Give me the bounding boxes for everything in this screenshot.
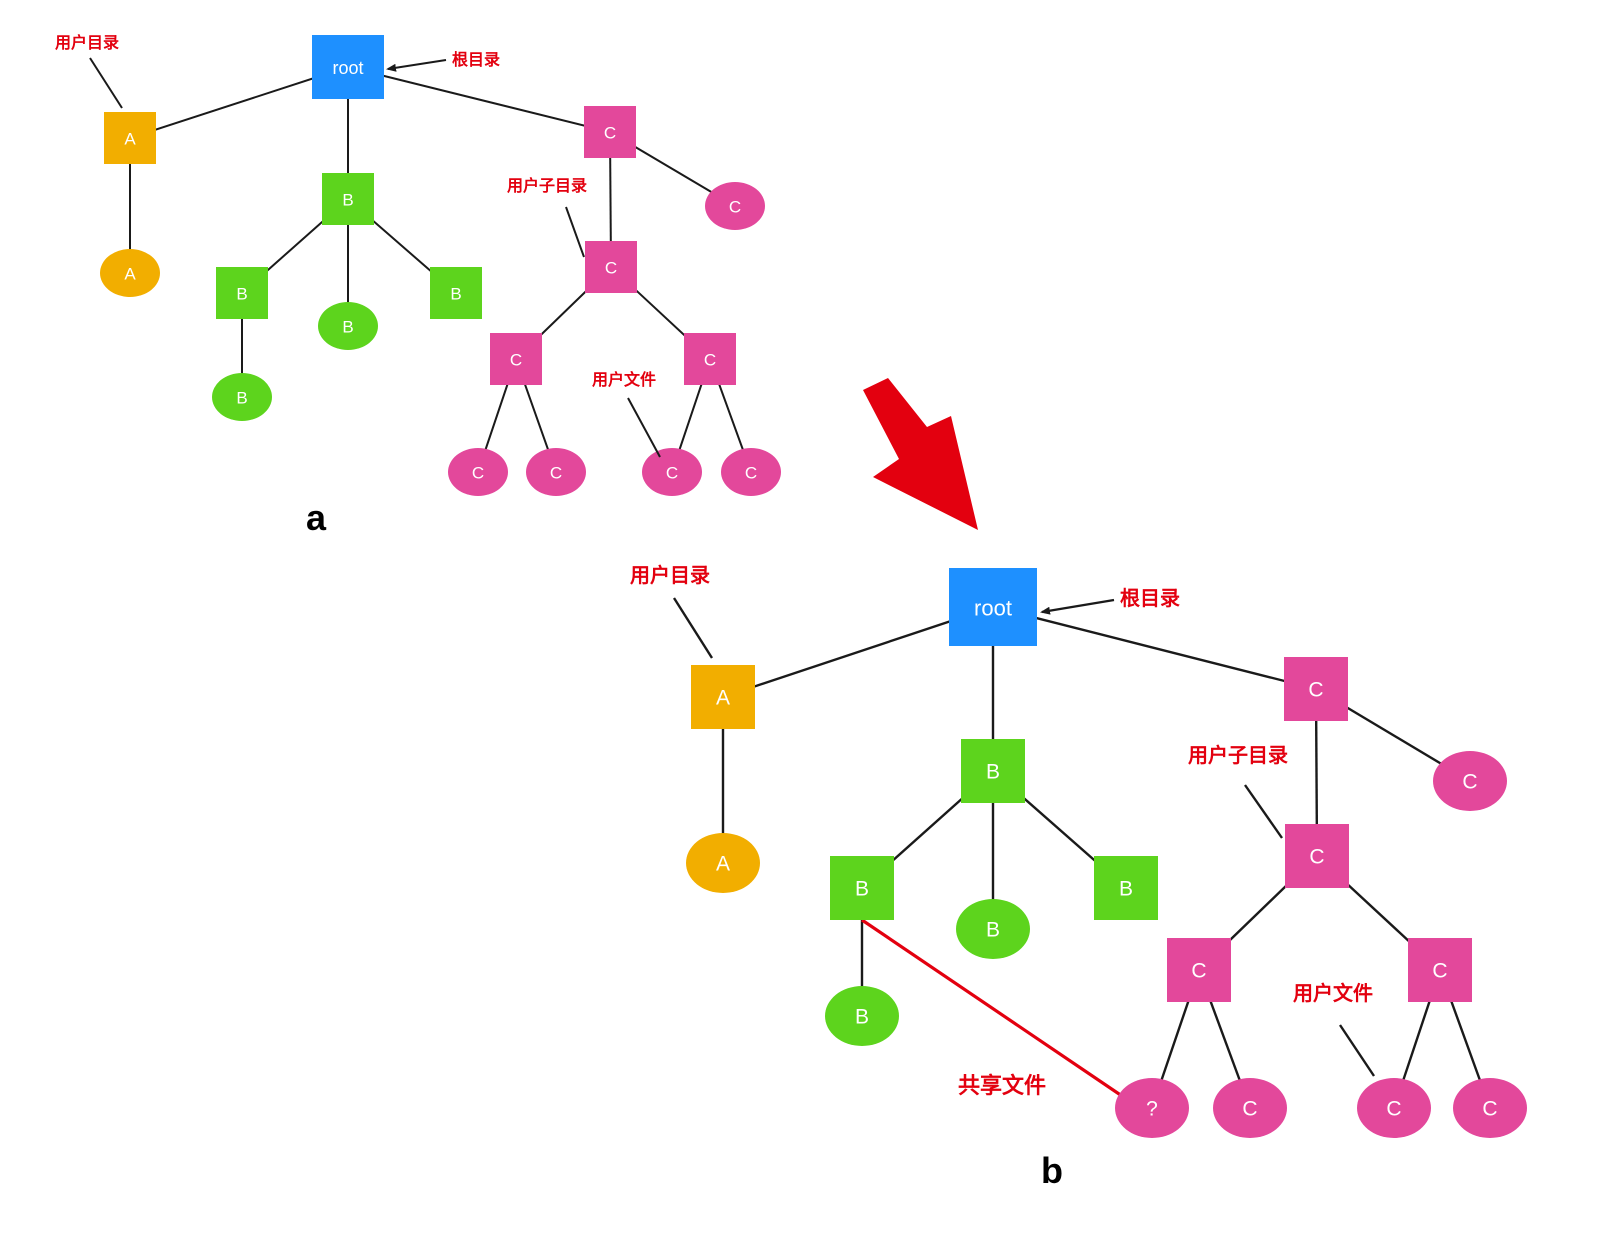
directory-node: C [584, 106, 636, 158]
node-label: A [124, 130, 136, 149]
annotation-leader-line [89, 57, 123, 109]
node-label: C [666, 464, 678, 483]
node-label: C [1432, 960, 1447, 983]
directory-node: B [322, 173, 374, 225]
file-node: C [448, 448, 508, 496]
directory-node: C [490, 333, 542, 385]
annotation-leader-line [1339, 1024, 1375, 1077]
node-label: C [1482, 1098, 1497, 1121]
node-label: B [342, 318, 353, 337]
node-label: root [332, 58, 363, 78]
annotation-root-dir: 根目录 [1120, 586, 1180, 610]
node-label: C [605, 259, 617, 278]
node-label: B [236, 285, 247, 304]
file-node: C [1357, 1078, 1431, 1138]
node-label: C [1462, 771, 1477, 794]
annotation-leader-line [627, 397, 661, 458]
annotation-user-subdir: 用户子目录 [507, 176, 587, 195]
node-label: B [986, 919, 1000, 942]
directory-node: C [1408, 938, 1472, 1002]
file-node: B [318, 302, 378, 350]
node-label: C [1242, 1098, 1257, 1121]
directory-node: C [1167, 938, 1231, 1002]
directory-node: C [1284, 657, 1348, 721]
directory-node: B [961, 739, 1025, 803]
node-label: C [1386, 1098, 1401, 1121]
node-label: B [450, 285, 461, 304]
tree-edge [129, 66, 349, 139]
node-label: B [342, 191, 353, 210]
directory-node: B [830, 856, 894, 920]
file-node: A [100, 249, 160, 297]
node-label: C [472, 464, 484, 483]
annotation-user-dir: 用户目录 [55, 33, 119, 52]
file-node: B [825, 986, 899, 1046]
annotation-user-file: 用户文件 [1293, 981, 1373, 1005]
node-label: C [1309, 846, 1324, 869]
annotation-leader-line [1244, 784, 1283, 839]
transition-arrow-icon [863, 378, 978, 530]
panel-label: b [1041, 1150, 1063, 1191]
file-node: C [1213, 1078, 1287, 1138]
node-label: A [716, 687, 730, 710]
annotation-shared-file: 共享文件 [958, 1073, 1046, 1099]
node-label: B [986, 761, 1000, 784]
panel-label: a [306, 497, 327, 538]
file-node: C [642, 448, 702, 496]
node-label: A [716, 853, 730, 876]
file-node: A [686, 833, 760, 893]
node-label: C [729, 198, 741, 217]
file-node: C [705, 182, 765, 230]
directory-node: root [312, 35, 384, 99]
node-label: A [124, 265, 136, 284]
annotation-pointer-arrow-icon [386, 59, 447, 72]
node-label: B [236, 389, 247, 408]
directory-node: B [1094, 856, 1158, 920]
directory-node: B [216, 267, 268, 319]
file-node: C [721, 448, 781, 496]
tree-edge [347, 66, 611, 133]
node-label: C [510, 351, 522, 370]
node-label: root [974, 596, 1012, 621]
file-node: C [526, 448, 586, 496]
annotation-user-subdir: 用户子目录 [1188, 743, 1288, 767]
file-node: B [212, 373, 272, 421]
file-node: B [956, 899, 1030, 959]
node-label: C [604, 124, 616, 143]
directory-node: C [1285, 824, 1349, 888]
directory-node: root [949, 568, 1037, 646]
directory-node: C [585, 241, 637, 293]
annotation-pointer-arrow-icon [1040, 598, 1115, 615]
node-label: B [855, 1006, 869, 1029]
annotation-leader-line [672, 597, 714, 659]
directory-node: C [684, 333, 736, 385]
directory-node: B [430, 267, 482, 319]
node-label: C [1308, 679, 1323, 702]
node-label: C [704, 351, 716, 370]
node-label: B [855, 878, 869, 901]
file-node: C [1453, 1078, 1527, 1138]
node-label: B [1119, 878, 1133, 901]
file-node: ? [1115, 1078, 1189, 1138]
annotation-leader-line [565, 206, 585, 258]
node-label: C [745, 464, 757, 483]
file-node: C [1433, 751, 1507, 811]
shared-link-edge [861, 918, 1123, 1098]
annotation-user-dir: 用户目录 [630, 563, 710, 587]
node-label: ? [1146, 1098, 1158, 1121]
node-label: C [1191, 960, 1206, 983]
directory-node: A [691, 665, 755, 729]
tree-edge [722, 605, 994, 699]
tree-edge [992, 605, 1317, 691]
node-label: C [550, 464, 562, 483]
annotation-user-file: 用户文件 [592, 370, 656, 389]
directory-node: A [104, 112, 156, 164]
annotation-root-dir: 根目录 [452, 50, 500, 69]
